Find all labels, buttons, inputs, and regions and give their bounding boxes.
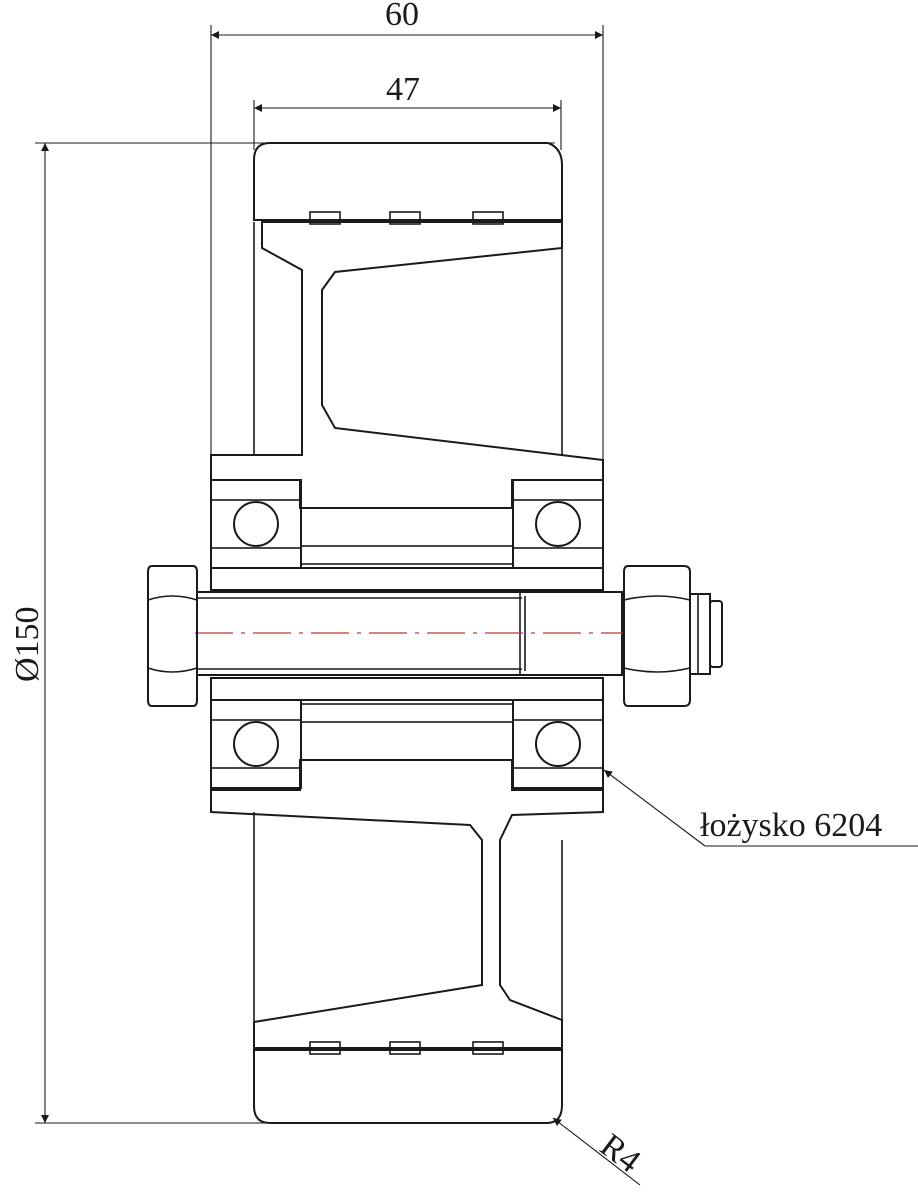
- spacer-sleeve-top: [300, 545, 514, 565]
- bolt-head: [147, 565, 198, 707]
- bearing-top-left: [210, 479, 302, 569]
- dimension-overall-width: 60: [210, 0, 604, 460]
- dimension-diameter: Ø150: [9, 142, 555, 1124]
- bearing-callout: łożysko 6204: [603, 769, 918, 847]
- bearing-bottom-right: [512, 699, 604, 789]
- dimension-tread-width: 47: [253, 71, 562, 150]
- bearing-label: łożysko 6204: [700, 807, 882, 844]
- radius-label: R4: [593, 1127, 647, 1180]
- inner-bushing: [210, 567, 604, 701]
- axle-bolt: [195, 591, 625, 676]
- bearing-top-right: [512, 479, 604, 569]
- tyre-top: [253, 142, 563, 225]
- bearing-bottom-left: [210, 699, 302, 789]
- dimension-overall-width-label: 60: [385, 0, 419, 33]
- radius-callout: R4: [552, 1117, 647, 1186]
- dimension-diameter-label: Ø150: [9, 606, 46, 682]
- axle-nut: [623, 565, 723, 707]
- wheel-rim-bottom: [210, 759, 604, 1049]
- tyre-bottom: [253, 1041, 563, 1124]
- dimension-tread-width-label: 47: [386, 71, 420, 108]
- wheel-rim-top: [210, 221, 604, 509]
- spacer-sleeve-bottom: [300, 703, 514, 723]
